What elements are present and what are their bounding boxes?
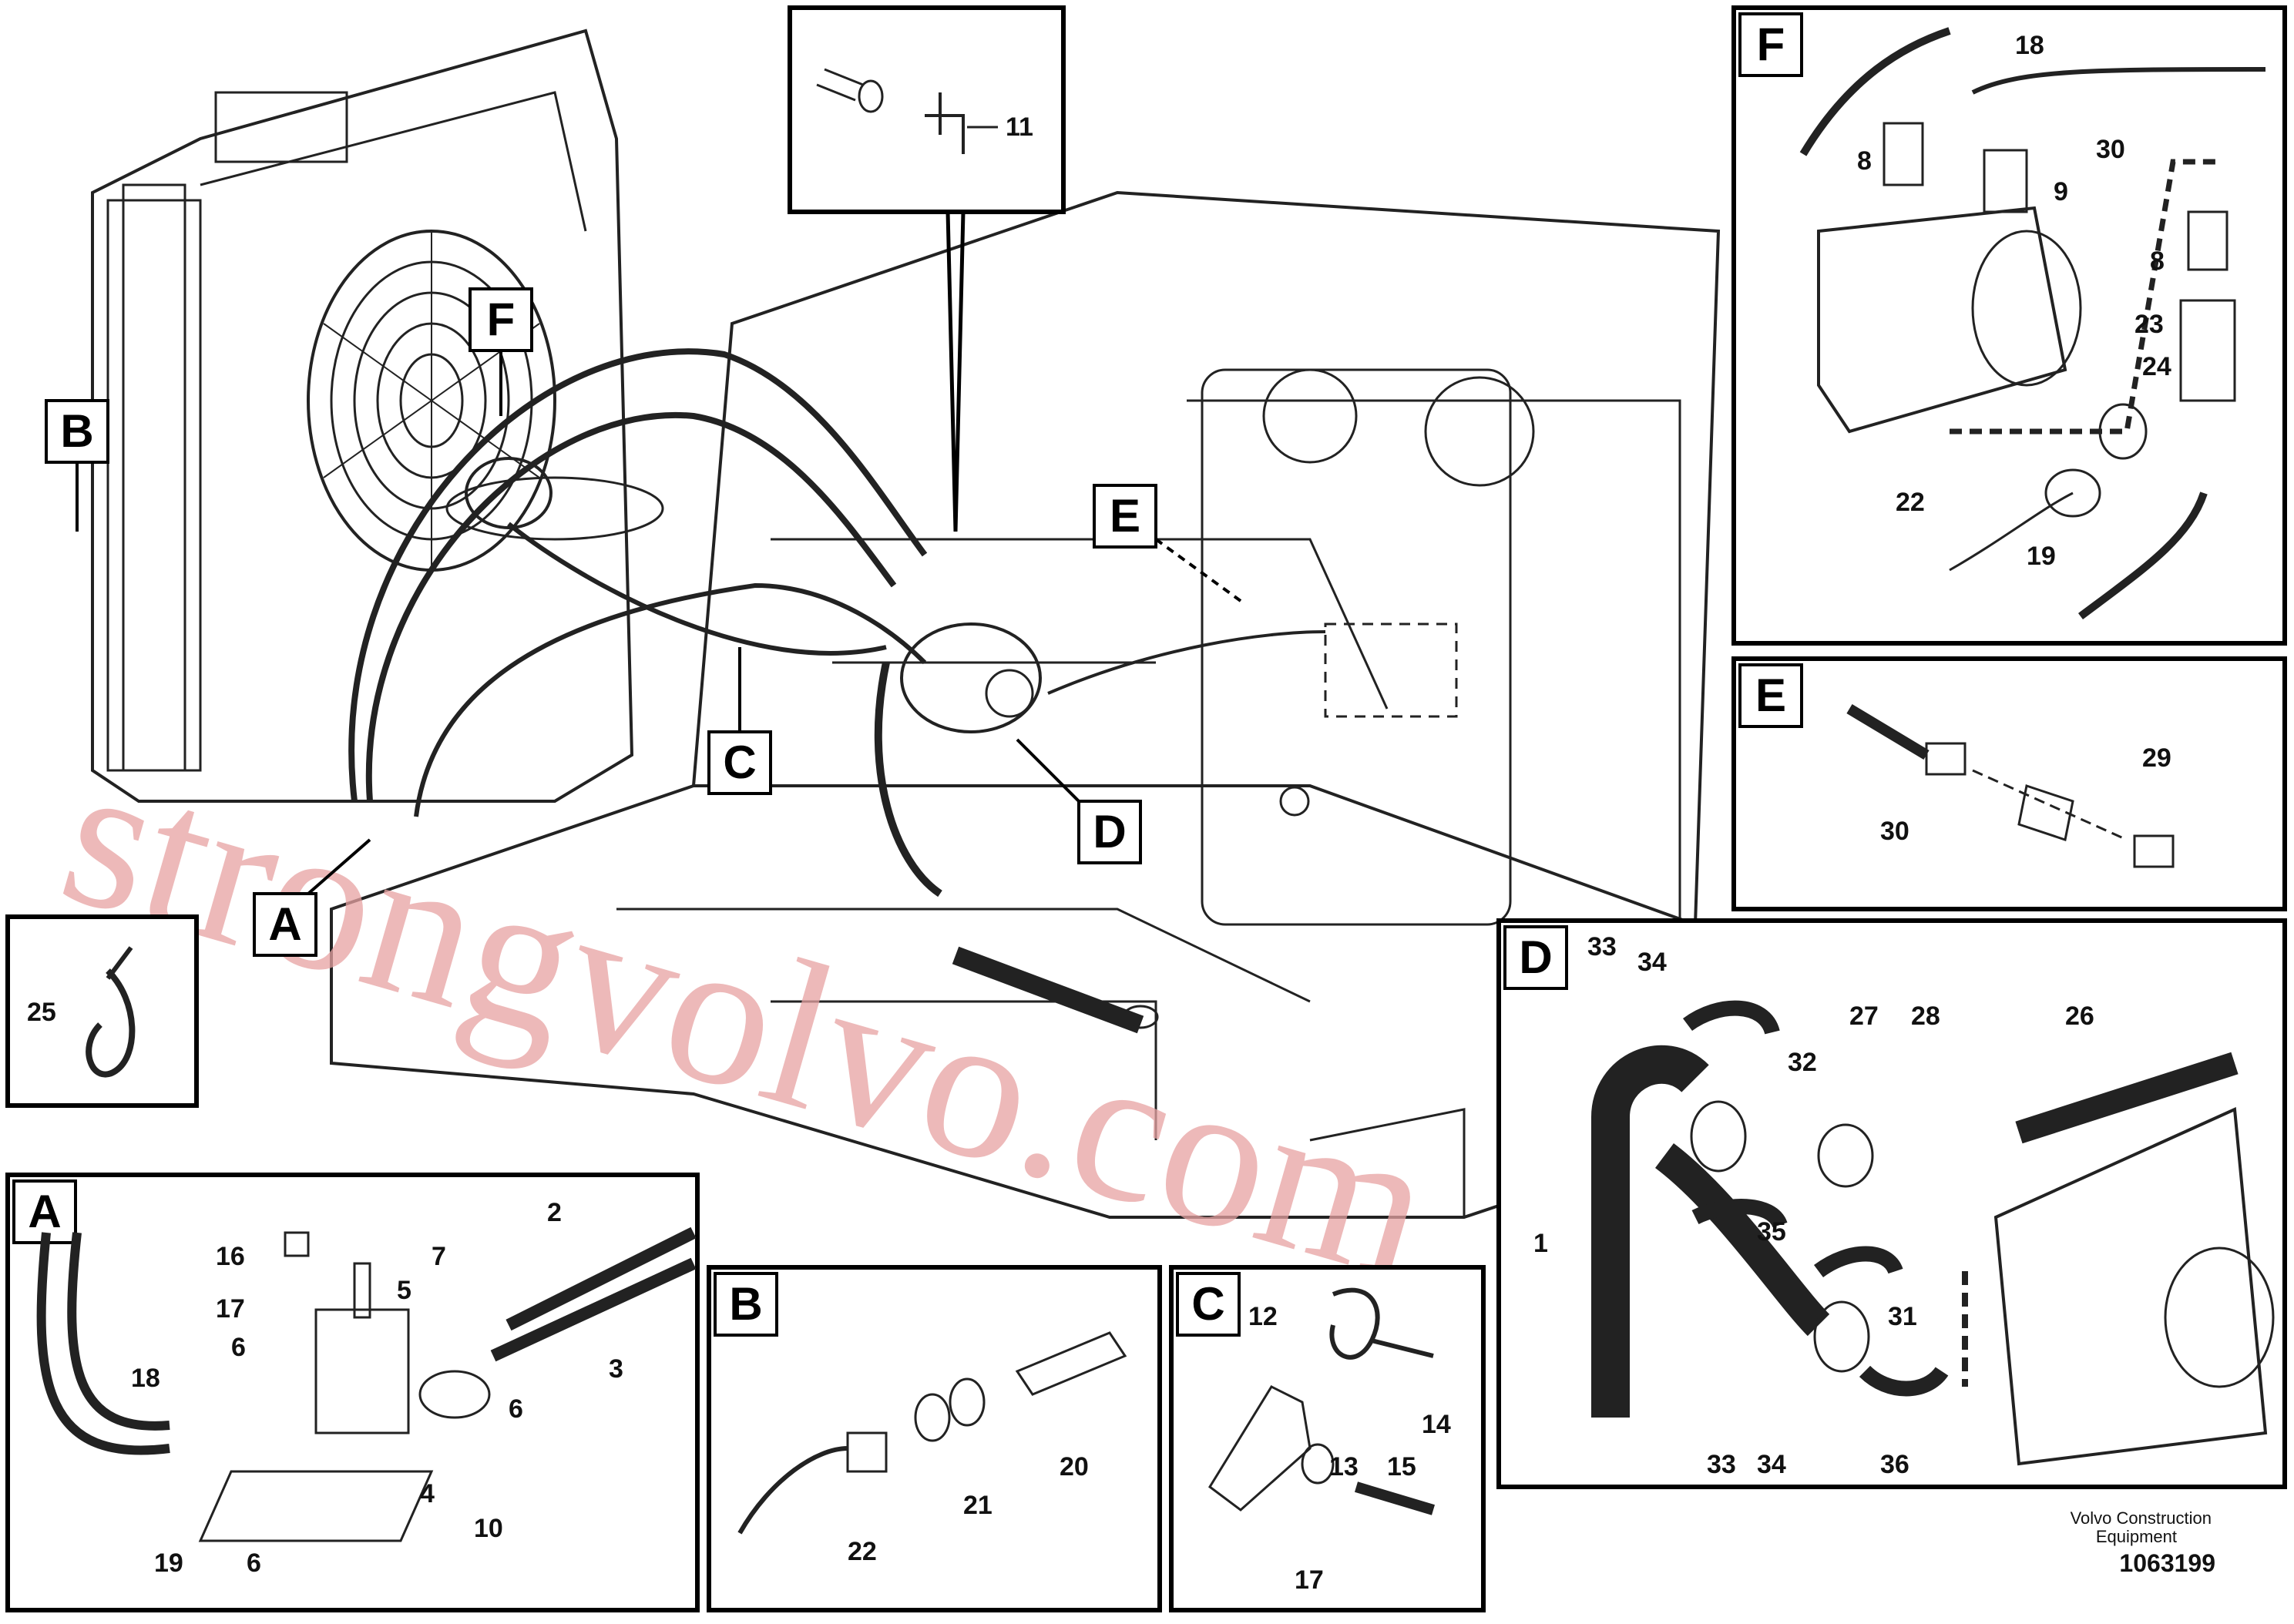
part-label-18: 18 [2015,31,2044,60]
part-label-19: 19 [154,1549,183,1578]
part-label-33: 33 [1587,932,1617,961]
part-label-34: 34 [1637,948,1667,977]
svg-text:A: A [268,898,301,950]
part-label-6c: 6 [247,1549,261,1578]
part-label-17: 17 [1295,1565,1324,1595]
svg-text:F: F [1757,18,1785,70]
detail-panel-B: B 20 21 22 [707,1265,1162,1612]
part-label-10: 10 [474,1514,503,1543]
part-label-15: 15 [1387,1452,1416,1481]
part-label-26: 26 [2065,1002,2094,1031]
part-label-28: 28 [1911,1002,1940,1031]
part-label-22: 22 [848,1537,877,1566]
part-label-18: 18 [131,1364,160,1393]
part-label-19: 19 [2027,542,2056,571]
detail-panel-D: D 33 34 32 27 28 26 1 35 31 33 34 36 [1496,918,2287,1489]
part-label-16: 16 [216,1242,245,1271]
main-illustration [91,29,1721,1219]
detail-panel-E: E 30 29 [1731,656,2287,911]
callout-C: C [707,647,772,795]
part-label-33b: 33 [1707,1450,1736,1479]
detail-panel-clip: 25 [5,914,199,1108]
detail-panel-F: F 18 20 8 9 30 8 23 24 22 19 [1731,5,2287,646]
callout-E: E [1093,484,1242,602]
part-label-32: 32 [1788,1048,1817,1077]
company-line-2: Equipment [2096,1527,2177,1546]
part-label-3: 3 [609,1354,623,1384]
part-label-12: 12 [1248,1302,1278,1331]
svg-text:E: E [1755,669,1786,721]
part-label-23: 23 [2134,310,2164,339]
part-label-25: 25 [27,998,56,1027]
part-label-13: 13 [1329,1452,1359,1481]
part-label-24: 24 [2142,352,2171,381]
part-label-14: 14 [1422,1410,1451,1439]
part-label-31: 31 [1888,1302,1917,1331]
callout-B: B [45,399,109,532]
svg-text:A: A [28,1186,61,1237]
part-label-1: 1 [1533,1229,1548,1258]
callout-A: A [253,838,371,957]
detail-panel-C: C 12 14 13 15 17 [1169,1265,1486,1612]
part-label-35: 35 [1757,1217,1786,1247]
document-number: 1063199 [2119,1549,2215,1577]
callout-F: F [469,287,533,416]
part-label-11: 11 [1006,112,1033,142]
part-label-34b: 34 [1757,1450,1786,1479]
svg-text:C: C [1191,1278,1224,1330]
part-label-2: 2 [547,1198,562,1227]
svg-text:F: F [487,294,516,345]
part-label-4: 4 [420,1479,435,1508]
svg-text:C: C [723,737,756,788]
part-label-29: 29 [2142,743,2171,773]
svg-text:D: D [1519,931,1552,983]
detail-panel-top: 11 [788,5,1066,532]
detail-panel-A: A 16 5 7 2 17 6 18 6 3 4 10 19 6 [5,1173,700,1612]
part-label-5: 5 [397,1276,411,1305]
part-label-8: 8 [1857,146,1872,176]
part-label-30: 30 [1880,817,1909,846]
part-label-21: 21 [963,1491,992,1520]
svg-text:B: B [729,1278,762,1330]
part-label-8b: 8 [2150,247,2165,276]
part-label-7: 7 [432,1242,446,1271]
svg-text:B: B [60,405,93,457]
part-label-36: 36 [1880,1450,1909,1479]
part-label-30: 30 [2096,135,2125,164]
footer: Volvo Construction Equipment 1063199 [2071,1508,2215,1577]
part-label-17: 17 [216,1294,245,1324]
part-label-6: 6 [231,1333,246,1362]
part-label-20: 20 [1060,1452,1089,1481]
part-label-27: 27 [1849,1002,1879,1031]
svg-text:E: E [1110,490,1140,542]
callout-D: D [1016,738,1142,864]
part-label-9: 9 [2054,177,2068,206]
company-line-1: Volvo Construction [2071,1508,2212,1528]
part-label-6b: 6 [509,1394,523,1424]
part-label-22: 22 [1896,488,1925,517]
svg-text:D: D [1093,806,1126,857]
